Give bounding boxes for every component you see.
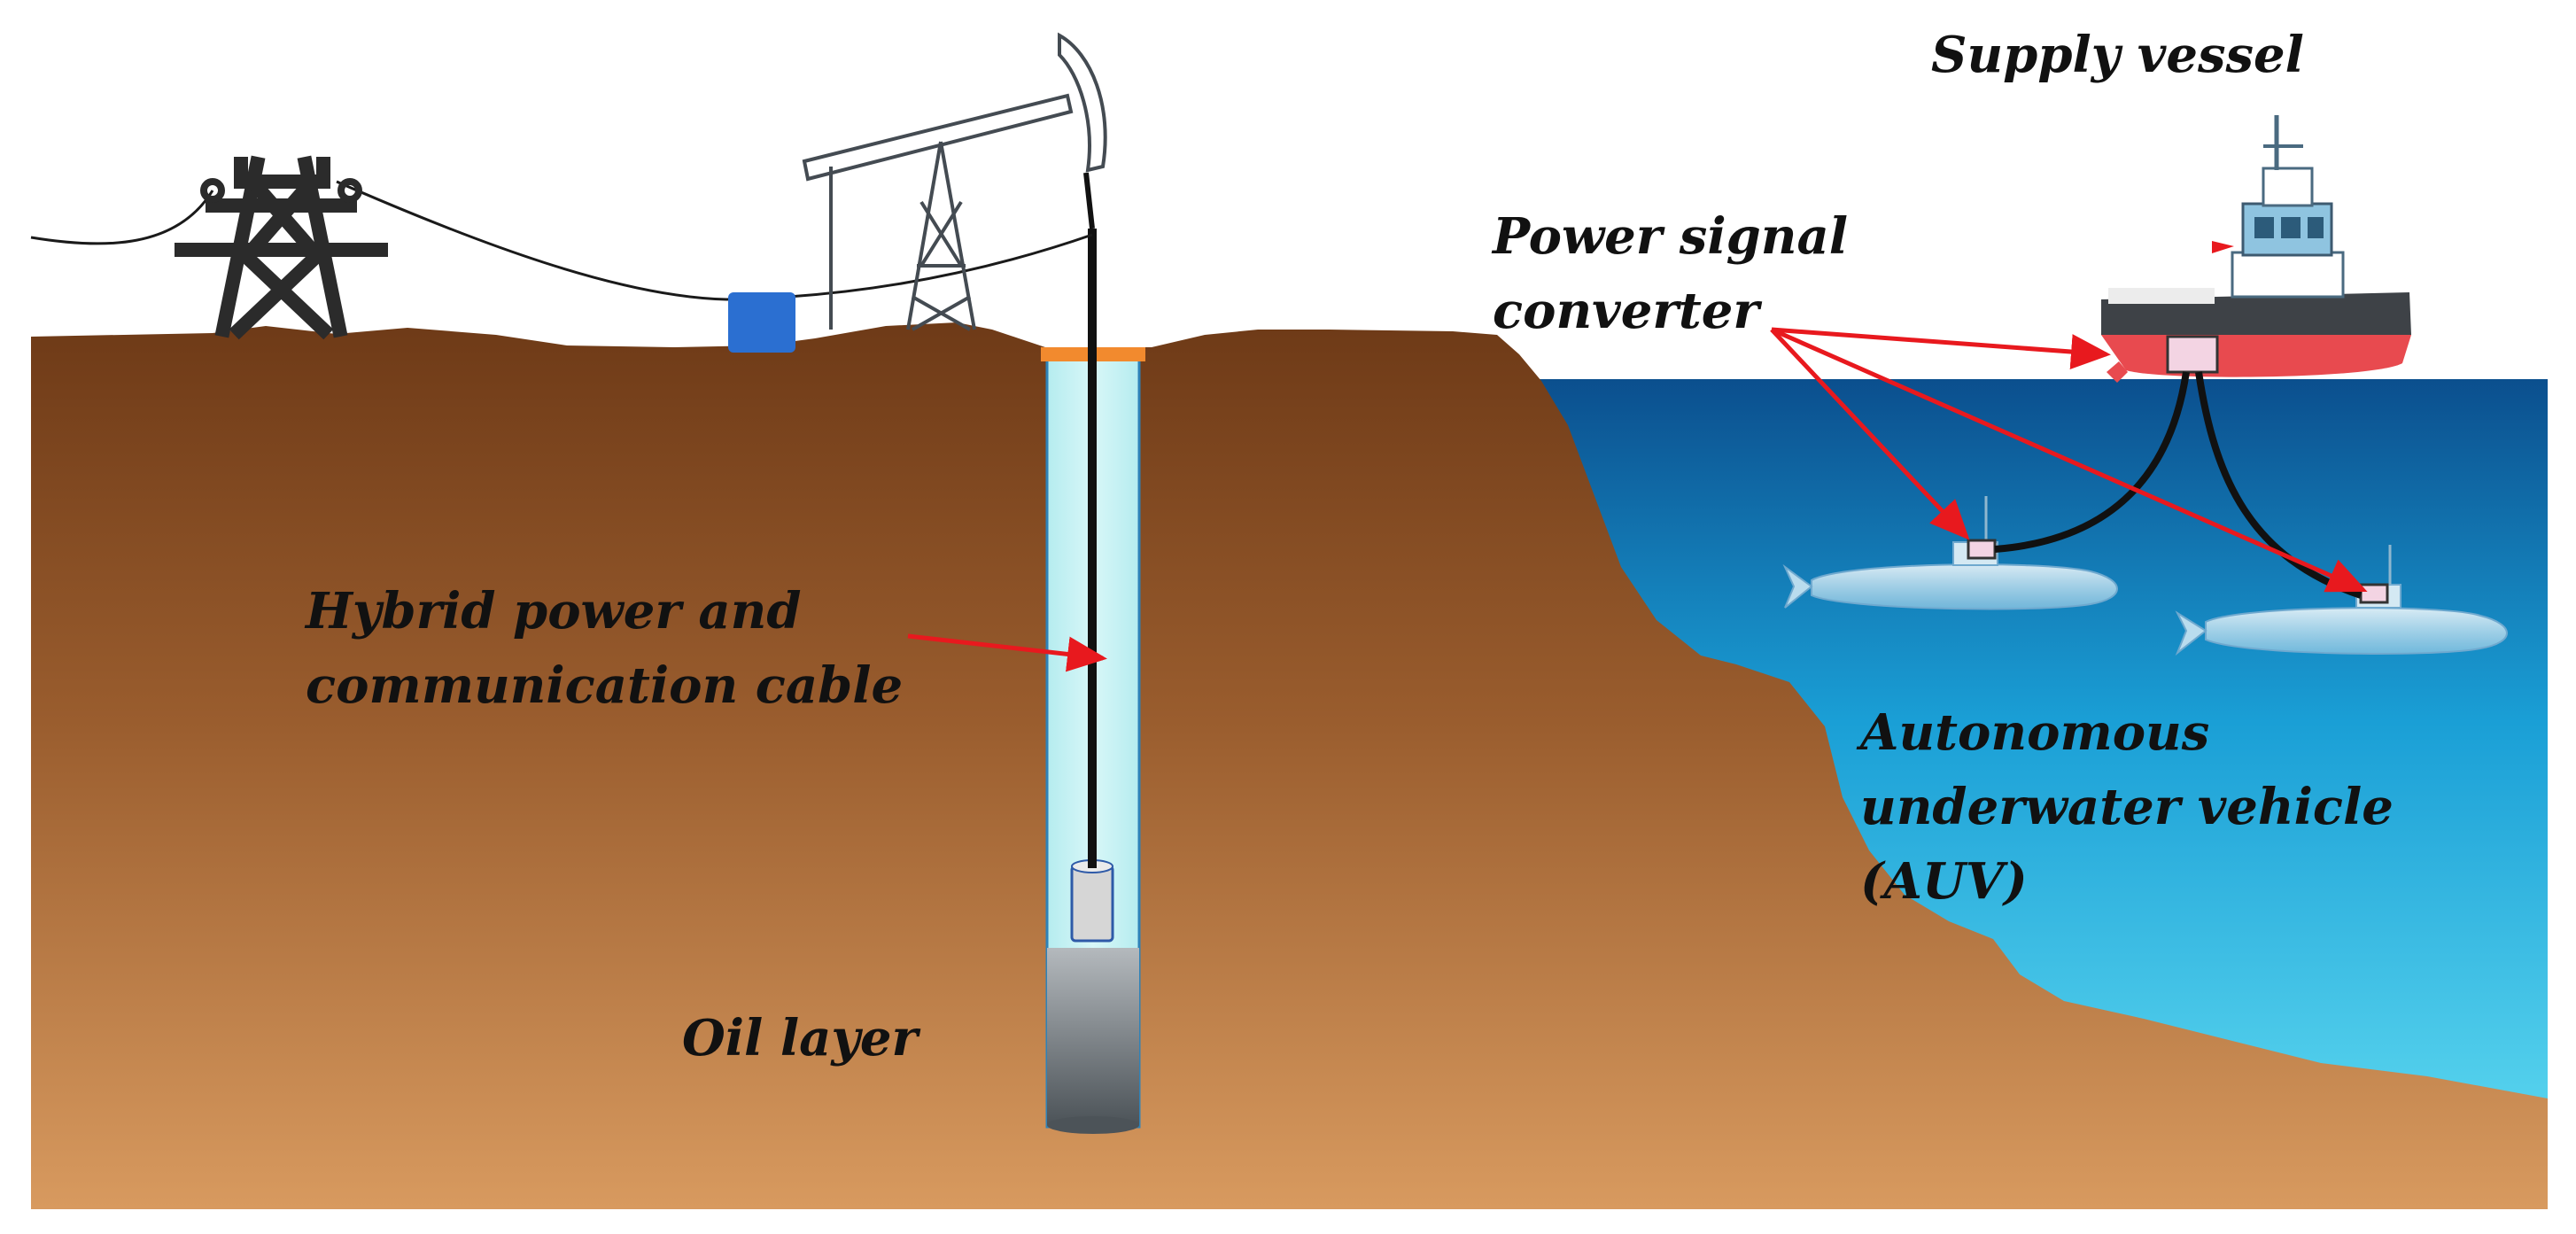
ship-converter-box [2166,335,2219,374]
transmission-tower-icon [175,155,388,340]
label-hybrid-cable: Hybrid power and communication cable [306,574,903,723]
label-power-signal-converter-line1: Power signal [1493,207,1849,266]
label-power-signal-converter: Power signal converter [1493,199,1848,348]
auv2-converter-box [2359,583,2389,604]
arrow-auv2-converter [1770,327,2368,593]
supply-ship-icon [2101,115,2411,383]
pump-control-box [728,292,795,353]
downhole-tool-icon [1070,859,1114,943]
tether-cable-auv2 [2195,371,2363,599]
pumpjack-icon [802,32,1107,331]
label-supply-vessel: Supply vessel [1931,26,2304,84]
tether-cable-auv1 [1994,371,2190,553]
label-auv: Autonomous underwater vehicle (AUV) [1860,695,2394,919]
label-oil-layer: Oil layer [682,1009,919,1067]
label-auv-line2: underwater vehicle [1860,778,2394,836]
arrow-cable [907,633,1107,672]
oil-layer-zone [1047,948,1139,1125]
arrow-auv1-converter [1770,328,1970,540]
label-hybrid-cable-line1: Hybrid power and [306,582,802,640]
auv1-converter-box [1967,539,1997,560]
label-auv-line1: Autonomous [1860,703,2210,762]
label-power-signal-converter-line2: converter [1493,282,1759,340]
arrow-ship-converter [1771,327,2111,369]
power-line [30,180,1093,301]
label-auv-line3: (AUV) [1860,852,2028,911]
soil [31,322,2548,1209]
label-hybrid-cable-line2: communication cable [306,656,904,715]
